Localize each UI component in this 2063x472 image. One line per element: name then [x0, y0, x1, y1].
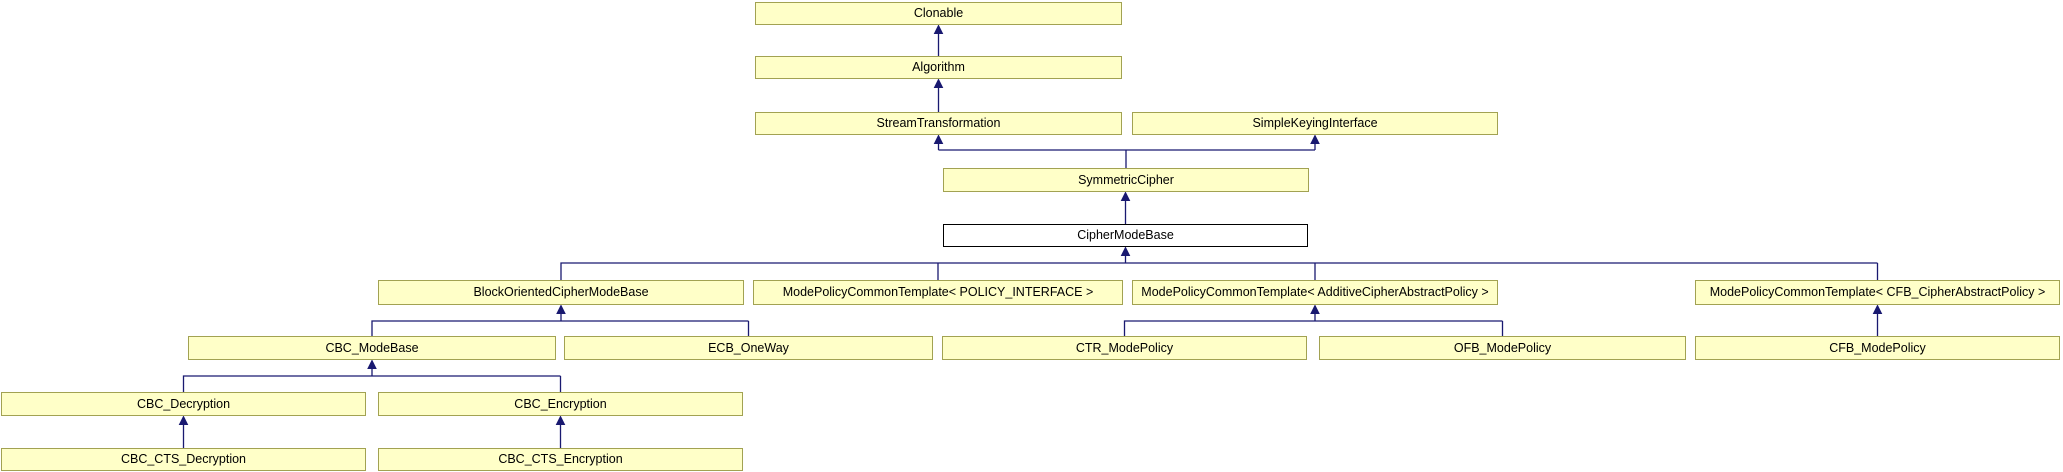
class-node-blockorientedciphermodebase[interactable]: BlockOrientedCipherModeBase [378, 280, 744, 305]
class-node-cbc-cts-decryption[interactable]: CBC_CTS_Decryption [1, 448, 366, 471]
class-node-cbc-cts-encryption[interactable]: CBC_CTS_Encryption [378, 448, 743, 471]
class-node-ctr-modepolicy[interactable]: CTR_ModePolicy [942, 336, 1307, 360]
class-node-cfb-modepolicy[interactable]: CFB_ModePolicy [1695, 336, 2060, 360]
class-node-cbc-encryption[interactable]: CBC_Encryption [378, 392, 743, 416]
class-node-modepolicycommontemplate-policy-interface[interactable]: ModePolicyCommonTemplate< POLICY_INTERFA… [753, 280, 1123, 305]
class-node-cbc-modebase[interactable]: CBC_ModeBase [188, 336, 556, 360]
class-node-ciphermodebase-current: CipherModeBase [943, 224, 1308, 247]
class-node-symmetriccipher[interactable]: SymmetricCipher [943, 168, 1309, 192]
class-node-streamtransformation[interactable]: StreamTransformation [755, 112, 1122, 135]
class-node-simplekeyinginterface[interactable]: SimpleKeyingInterface [1132, 112, 1498, 135]
class-node-ofb-modepolicy[interactable]: OFB_ModePolicy [1319, 336, 1686, 360]
class-node-algorithm[interactable]: Algorithm [755, 56, 1122, 79]
class-node-modepolicycommontemplate-additivecipherabstractpolicy[interactable]: ModePolicyCommonTemplate< AdditiveCipher… [1132, 280, 1498, 305]
class-node-modepolicycommontemplate-cfb-cipherabstractpolicy[interactable]: ModePolicyCommonTemplate< CFB_CipherAbst… [1695, 280, 2060, 305]
class-node-cbc-decryption[interactable]: CBC_Decryption [1, 392, 366, 416]
class-node-ecb-oneway[interactable]: ECB_OneWay [564, 336, 933, 360]
class-node-clonable[interactable]: Clonable [755, 2, 1122, 25]
